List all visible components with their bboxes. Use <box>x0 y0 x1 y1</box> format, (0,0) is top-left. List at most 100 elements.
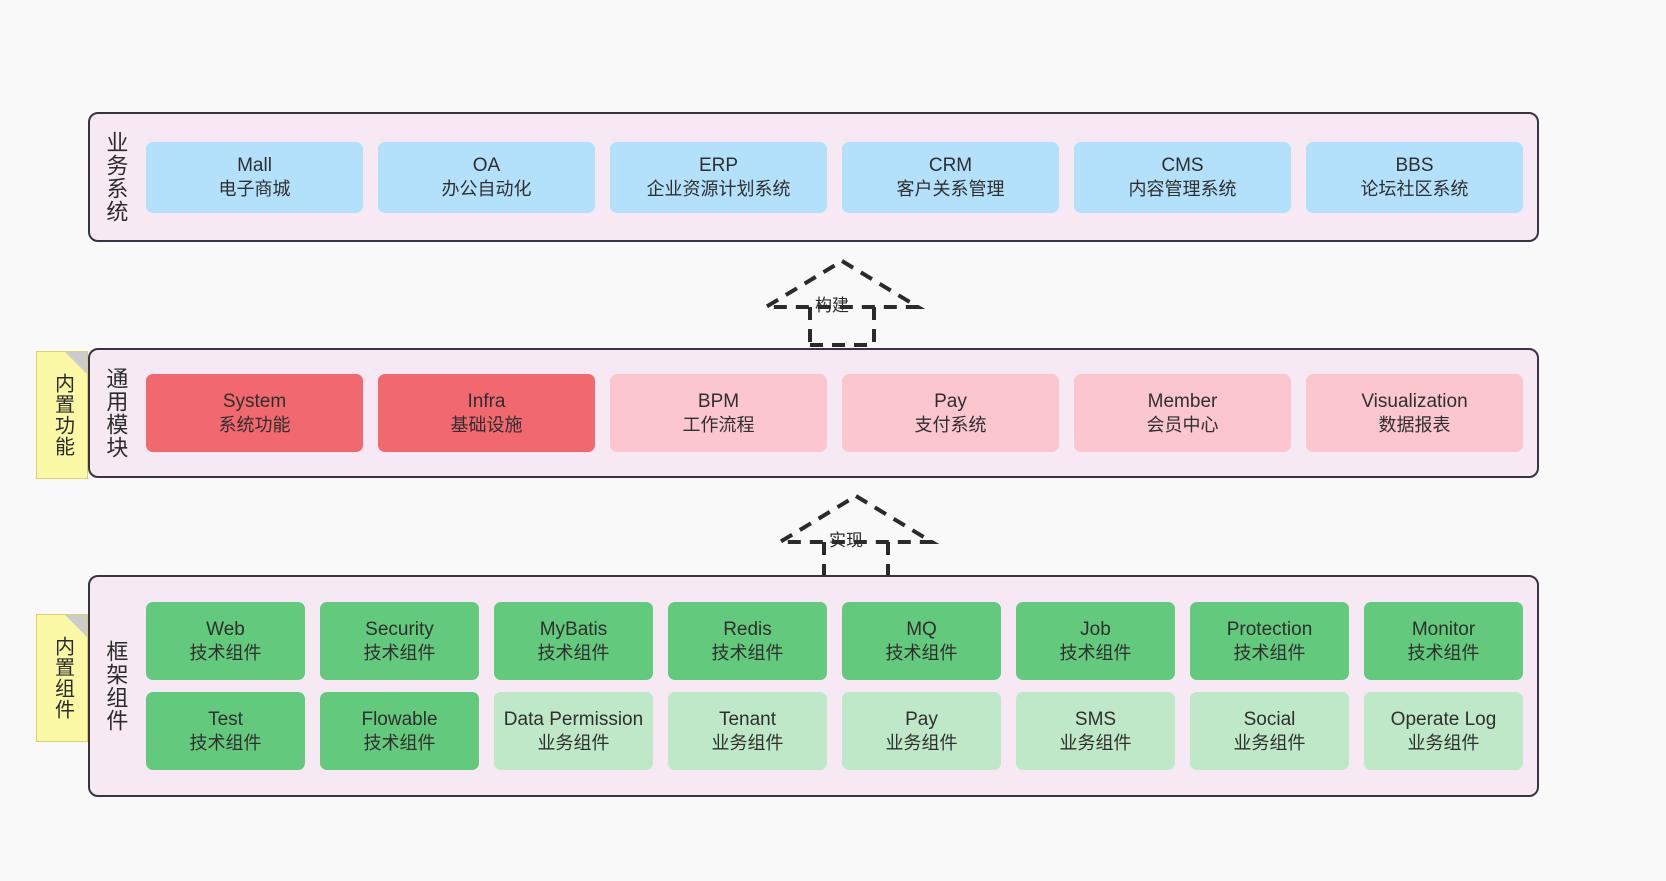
box-desc: 基础设施 <box>450 414 523 435</box>
box-desc: 技术组件 <box>363 732 436 753</box>
box-redis[interactable]: Redis 技术组件 <box>668 602 827 680</box>
box-member[interactable]: Member 会员中心 <box>1074 374 1291 452</box>
box-name: Job <box>1080 619 1111 641</box>
box-desc: 技术组件 <box>1233 642 1306 663</box>
box-erp[interactable]: ERP 企业资源计划系统 <box>610 141 827 213</box>
connector-build-label: 构建 <box>815 296 849 315</box>
box-desc: 技术组件 <box>1059 642 1132 663</box>
box-desc: 会员中心 <box>1146 414 1219 435</box>
box-desc: 支付系统 <box>914 414 987 435</box>
box-desc: 工作流程 <box>682 414 755 435</box>
box-name: CMS <box>1161 155 1204 177</box>
box-name: Tenant <box>718 709 777 731</box>
connector-build: 构建 <box>752 255 932 347</box>
box-mq[interactable]: MQ 技术组件 <box>842 602 1001 680</box>
box-desc: 技术组件 <box>537 642 610 663</box>
box-name: Social <box>1243 709 1296 731</box>
box-name: SMS <box>1074 709 1117 731</box>
box-pay-business[interactable]: Pay 业务组件 <box>842 692 1001 770</box>
box-bbs[interactable]: BBS 论坛社区系统 <box>1306 141 1523 213</box>
box-web[interactable]: Web 技术组件 <box>146 602 305 680</box>
box-row: Test 技术组件 Flowable 技术组件 Data Permission … <box>146 692 1523 770</box>
note-built-in-functions: 内置功能 <box>36 351 88 479</box>
box-row: Mall 电子商城 OA 办公自动化 ERP 企业资源计划系统 CRM 客户关系… <box>146 141 1523 213</box>
note-fold-corner-icon <box>65 615 87 637</box>
box-monitor[interactable]: Monitor 技术组件 <box>1364 602 1523 680</box>
box-desc: 内容管理系统 <box>1128 178 1237 199</box>
box-desc: 技术组件 <box>189 732 262 753</box>
box-oa[interactable]: OA 办公自动化 <box>378 141 595 213</box>
box-visualization[interactable]: Visualization 数据报表 <box>1306 374 1523 452</box>
box-infra[interactable]: Infra 基础设施 <box>378 374 595 452</box>
box-name: Protection <box>1226 619 1313 641</box>
box-test[interactable]: Test 技术组件 <box>146 692 305 770</box>
box-crm[interactable]: CRM 客户关系管理 <box>842 141 1059 213</box>
box-job[interactable]: Job 技术组件 <box>1016 602 1175 680</box>
box-desc: 技术组件 <box>363 642 436 663</box>
layer-title-framework-component: 框架组件 <box>103 640 129 732</box>
note-built-in-components: 内置组件 <box>36 614 88 742</box>
box-name: Web <box>206 619 245 641</box>
layer-body-business-system: Mall 电子商城 OA 办公自动化 ERP 企业资源计划系统 CRM 客户关系… <box>140 114 1537 240</box>
layer-common-module: 通用模块 System 系统功能 Infra 基础设施 BPM 工作流程 Pay… <box>88 348 1539 478</box>
box-desc: 业务组件 <box>711 732 784 753</box>
box-sms[interactable]: SMS 业务组件 <box>1016 692 1175 770</box>
box-data-permission[interactable]: Data Permission 业务组件 <box>494 692 653 770</box>
box-name: MyBatis <box>539 619 608 641</box>
box-bpm[interactable]: BPM 工作流程 <box>610 374 827 452</box>
box-desc: 业务组件 <box>1407 732 1480 753</box>
box-flowable[interactable]: Flowable 技术组件 <box>320 692 479 770</box>
box-desc: 论坛社区系统 <box>1360 178 1469 199</box>
box-protection[interactable]: Protection 技术组件 <box>1190 602 1349 680</box>
box-desc: 技术组件 <box>885 642 958 663</box>
box-name: Visualization <box>1361 391 1468 413</box>
layer-body-framework-component: Web 技术组件 Security 技术组件 MyBatis 技术组件 Redi… <box>140 577 1537 795</box>
note-label: 内置功能 <box>51 373 74 457</box>
box-desc: 业务组件 <box>1233 732 1306 753</box>
box-name: Infra <box>467 391 506 413</box>
box-pay[interactable]: Pay 支付系统 <box>842 374 1059 452</box>
box-desc: 技术组件 <box>711 642 784 663</box>
box-mybatis[interactable]: MyBatis 技术组件 <box>494 602 653 680</box>
box-desc: 技术组件 <box>189 642 262 663</box>
layer-title-business-system: 业务系统 <box>103 131 129 223</box>
box-name: Flowable <box>361 709 438 731</box>
box-name: Mall <box>237 155 272 177</box>
connector-implement-label: 实现 <box>829 531 863 550</box>
box-name: MQ <box>906 619 937 641</box>
box-desc: 电子商城 <box>218 178 291 199</box>
box-name: Data Permission <box>503 709 644 731</box>
box-name: Monitor <box>1411 619 1476 641</box>
box-name: Security <box>365 619 434 641</box>
box-tenant[interactable]: Tenant 业务组件 <box>668 692 827 770</box>
note-label: 内置组件 <box>51 636 74 720</box>
box-name: Operate Log <box>1390 709 1497 731</box>
layer-business-system: 业务系统 Mall 电子商城 OA 办公自动化 ERP 企业资源计划系统 CRM… <box>88 112 1539 242</box>
box-operate-log[interactable]: Operate Log 业务组件 <box>1364 692 1523 770</box>
box-desc: 技术组件 <box>1407 642 1480 663</box>
layer-title-common-module: 通用模块 <box>103 367 129 459</box>
box-desc: 办公自动化 <box>441 178 532 199</box>
box-name: CRM <box>928 155 973 177</box>
box-desc: 数据报表 <box>1378 414 1451 435</box>
layer-body-common-module: System 系统功能 Infra 基础设施 BPM 工作流程 Pay 支付系统… <box>140 350 1537 476</box>
box-desc: 系统功能 <box>218 414 291 435</box>
box-desc: 企业资源计划系统 <box>646 178 791 199</box>
box-name: Pay <box>905 709 938 731</box>
box-name: BPM <box>697 391 740 413</box>
box-name: Pay <box>934 391 967 413</box>
note-fold-corner-icon <box>65 352 87 374</box>
box-name: Member <box>1147 391 1218 413</box>
box-social[interactable]: Social 业务组件 <box>1190 692 1349 770</box>
box-name: Test <box>208 709 243 731</box>
box-cms[interactable]: CMS 内容管理系统 <box>1074 141 1291 213</box>
box-row: Web 技术组件 Security 技术组件 MyBatis 技术组件 Redi… <box>146 602 1523 680</box>
box-security[interactable]: Security 技术组件 <box>320 602 479 680</box>
box-desc: 业务组件 <box>1059 732 1132 753</box>
box-system[interactable]: System 系统功能 <box>146 374 363 452</box>
box-name: ERP <box>698 155 739 177</box>
box-mall[interactable]: Mall 电子商城 <box>146 141 363 213</box>
box-name: System <box>222 391 287 413</box>
box-name: Redis <box>723 619 772 641</box>
